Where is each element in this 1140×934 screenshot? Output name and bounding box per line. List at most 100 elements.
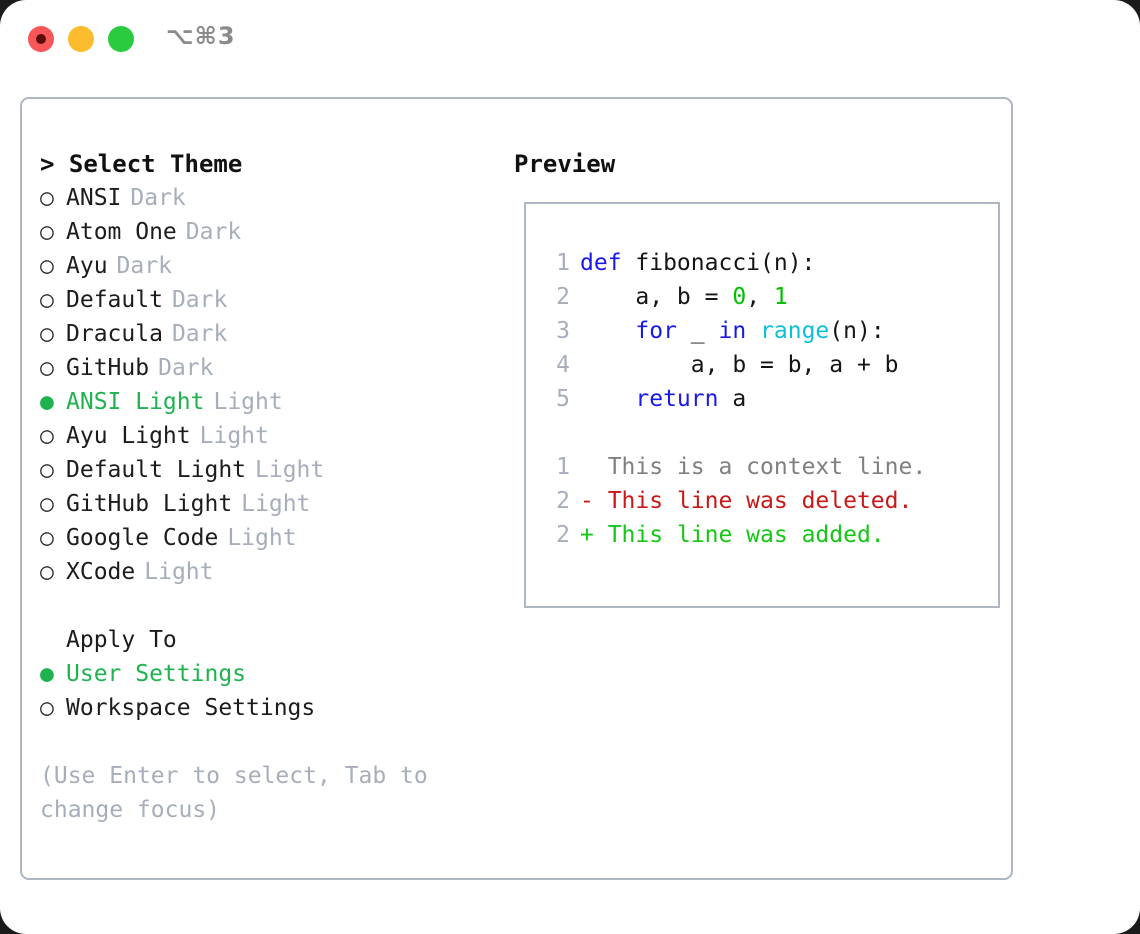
theme-option-kind: Light (227, 525, 297, 551)
code-token-txt (746, 318, 760, 344)
radio-unselected-icon: ○ (40, 185, 54, 211)
select-theme-heading: > Select Theme (40, 150, 243, 178)
code-line-number: 3 (556, 318, 570, 344)
theme-option-label: ANSI Light (66, 389, 205, 415)
code-line: 2 a, b = 0, 1 (526, 280, 998, 314)
radio-unselected-icon: ○ (40, 559, 54, 585)
zoom-button-icon[interactable] (108, 26, 134, 52)
diff-marker (580, 450, 594, 484)
code-token-txt: (n): (829, 318, 885, 344)
radio-unselected-icon: ○ (40, 525, 54, 551)
code-line-number: 4 (556, 352, 570, 378)
diff-marker: + (580, 522, 594, 548)
code-diff-separator (526, 416, 998, 450)
theme-option-ansi[interactable]: ○ ANSI Dark (40, 181, 502, 215)
code-line: 5 return a (526, 382, 998, 416)
theme-option-kind: Light (213, 389, 283, 415)
code-token-txt: _ (676, 318, 719, 344)
diff-line-add: 2+ This line was added. (526, 518, 998, 552)
theme-option-kind: Light (199, 423, 269, 449)
code-token-txt (580, 318, 635, 344)
code-token-kw: return (635, 386, 719, 412)
diff-marker: - (580, 488, 594, 514)
theme-option-kind: Light (255, 457, 325, 483)
theme-option-label: Google Code (66, 525, 219, 551)
apply-to-list[interactable]: ● User Settings ○ Workspace Settings (40, 657, 502, 725)
code-token-txt: a, b = b, a + b (580, 352, 899, 378)
code-line-content: for _ in range(n): (580, 314, 885, 348)
code-token-kw: for (635, 318, 677, 344)
code-line-number: 2 (556, 284, 570, 310)
theme-option-ansi-light[interactable]: ● ANSI Light Light (40, 385, 502, 419)
theme-option-label: ANSI (66, 185, 122, 211)
apply-to-option-workspace-settings[interactable]: ○ Workspace Settings (40, 691, 502, 725)
code-line-number: 1 (556, 250, 570, 276)
apply-to-option-label: Workspace Settings (66, 695, 316, 721)
diff-line-number: 2 (556, 522, 570, 548)
theme-option-ayu-light[interactable]: ○ Ayu Light Light (40, 419, 502, 453)
radio-unselected-icon: ○ (40, 491, 54, 517)
theme-option-default[interactable]: ○ Default Dark (40, 283, 502, 317)
theme-option-kind: Light (144, 559, 214, 585)
code-line-content: return a (580, 382, 746, 416)
radio-unselected-icon: ○ (40, 287, 54, 313)
apply-to-section: Apply To ●User Settings○Workspace Settin… (40, 623, 502, 725)
theme-option-label: Default Light (66, 457, 247, 483)
theme-option-label: Default (66, 287, 163, 313)
code-token-num: 0 (732, 284, 747, 310)
radio-selected-icon: ● (40, 389, 54, 415)
preview-heading: Preview (514, 150, 616, 178)
diff-line-text: This is a context line. (593, 454, 927, 480)
code-token-txt: a (718, 386, 747, 412)
code-token-kw: in (718, 318, 747, 344)
diff-sample: 1 This is a context line. 2- This line wa… (526, 450, 998, 552)
diff-line-ctx: 1 This is a context line. (526, 450, 998, 484)
radio-selected-icon: ● (40, 661, 54, 687)
code-token-txt: a, b = (580, 284, 733, 310)
theme-option-label: Ayu Light (66, 423, 191, 449)
theme-option-kind: Dark (130, 185, 186, 211)
close-button-inner-dot (36, 34, 46, 44)
radio-unselected-icon: ○ (40, 423, 54, 449)
theme-option-kind: Dark (185, 219, 242, 245)
keyboard-hint-text: (Use Enter to select, Tab to change focu… (40, 763, 428, 823)
radio-unselected-icon: ○ (40, 219, 54, 245)
code-line-number: 5 (556, 386, 570, 412)
theme-option-label: Ayu (66, 253, 108, 279)
code-line: 4 a, b = b, a + b (526, 348, 998, 382)
theme-option-label: GitHub (66, 355, 150, 381)
title-bar: ⌥⌘3 (0, 0, 1140, 78)
diff-line-text: This line was deleted. (593, 488, 913, 514)
theme-option-kind: Dark (158, 355, 214, 381)
code-token-txt: fibonacci(n): (621, 250, 816, 276)
minimize-button-icon[interactable] (68, 26, 94, 52)
keyboard-shortcut-label: ⌥⌘3 (166, 22, 236, 50)
code-line-content: a, b = b, a + b (580, 348, 899, 382)
radio-unselected-icon: ○ (40, 355, 54, 381)
apply-to-option-label: User Settings (66, 661, 247, 687)
code-token-num: 1 (773, 284, 788, 310)
radio-unselected-icon: ○ (40, 253, 54, 279)
close-button-icon[interactable] (28, 26, 54, 52)
theme-option-label: GitHub Light (66, 491, 233, 517)
radio-unselected-icon: ○ (40, 321, 54, 347)
theme-option-github[interactable]: ○ GitHub Dark (40, 351, 502, 385)
theme-option-kind: Dark (171, 287, 228, 313)
radio-unselected-icon: ○ (40, 695, 54, 721)
code-token-fn: range (760, 318, 830, 344)
code-token-txt: , (746, 284, 774, 310)
theme-option-google-code[interactable]: ○ Google Code Light (40, 521, 502, 555)
apply-to-option-user-settings[interactable]: ● User Settings (40, 657, 502, 691)
